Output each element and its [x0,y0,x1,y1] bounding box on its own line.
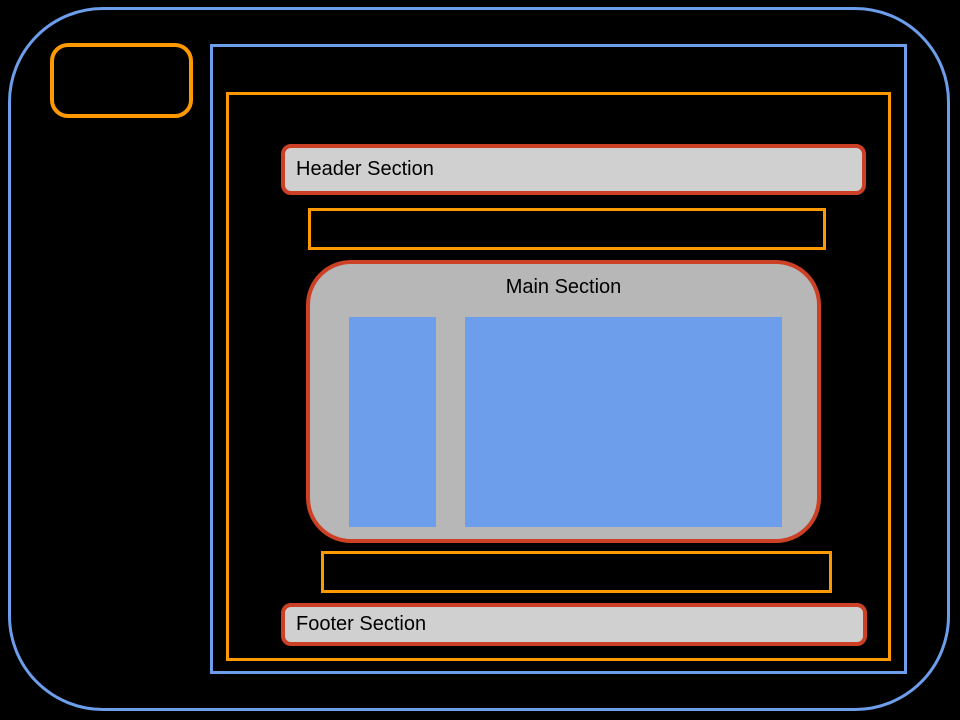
main-content-panel [465,317,782,527]
header-section-box: Header Section [281,144,866,195]
outer-rounded-frame [8,7,950,711]
window-frame-box [210,44,907,674]
header-section-label: Header Section [296,158,434,180]
top-left-tab-box [50,43,193,118]
main-section-label: Main Section [505,276,622,298]
main-sidebar-panel [349,317,436,527]
sub-footer-bar-box [321,551,832,593]
main-section-box: Main Section [306,260,821,543]
content-frame-box [226,92,891,661]
footer-section-box: Footer Section [281,603,867,646]
footer-section-label: Footer Section [296,613,427,635]
nav-bar-box [308,208,826,250]
